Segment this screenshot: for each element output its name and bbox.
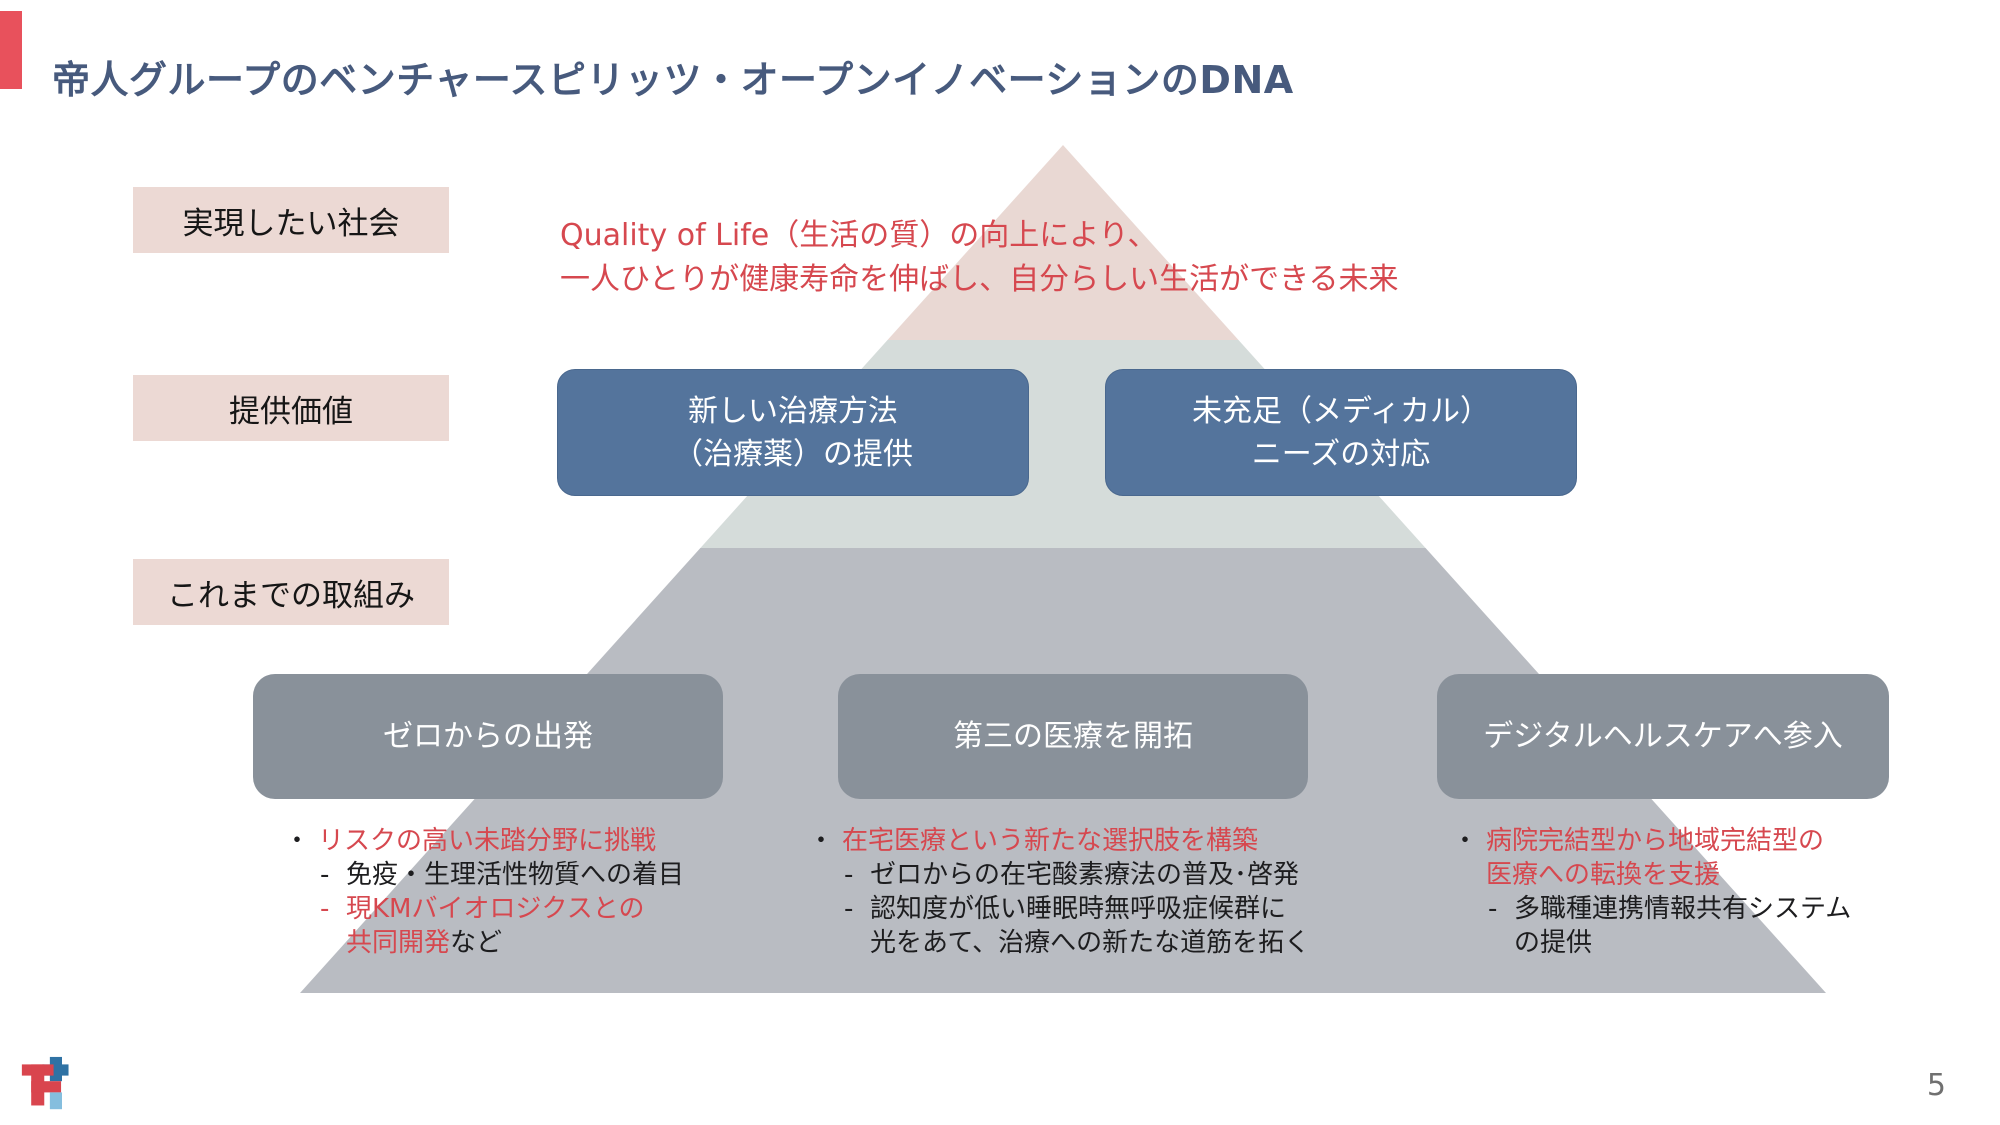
initiative-box-start-from-zero: ゼロからの出発 — [253, 674, 723, 799]
initiative-box-2-label: 第三の医療を開拓 — [953, 719, 1193, 754]
bullet-marker: - — [844, 894, 854, 924]
detail-column-third-medicine: ・在宅医療という新たな選択肢を構築-ゼロからの在宅酸素療法の普及･啓発-認知度が… — [806, 824, 1366, 960]
value-box-2-line-2: ニーズの対応 — [1251, 436, 1431, 472]
bullet-marker: ・ — [1452, 826, 1479, 856]
row-label-initiatives-text: これまでの取組み — [167, 577, 415, 614]
value-box-unmet-needs: 未充足（メディカル） ニーズの対応 — [1105, 369, 1577, 496]
detail-text-segment: の提供 — [1514, 928, 1593, 958]
detail-text-segment: 現KMバイオロジクスとの — [346, 894, 645, 924]
detail-text-segment: 病院完結型から地域完結型の — [1486, 826, 1825, 856]
detail-text-segment: 多職種連携情報共有システム — [1514, 894, 1852, 924]
bullet-marker: - — [844, 860, 854, 890]
detail-line: -免疫・生理活性物質への着目 — [282, 858, 772, 892]
detail-text-segment: 共同開発 — [346, 928, 451, 958]
teijin-logo-icon — [21, 1056, 69, 1110]
value-box-new-treatment: 新しい治療方法 （治療薬）の提供 — [557, 369, 1029, 496]
page-number: 5 — [1926, 1068, 1946, 1103]
vision-statement: Quality of Life（生活の質）の向上により、 一人ひとりが健康寿命を… — [560, 214, 1399, 302]
detail-text-segment: など — [450, 928, 503, 958]
detail-text-segment: 在宅医療という新たな選択肢を構築 — [842, 826, 1259, 856]
detail-line: -認知度が低い睡眠時無呼吸症候群に — [806, 892, 1366, 926]
detail-text-segment: 医療への転換を支援 — [1486, 860, 1721, 890]
detail-line: ・在宅医療という新たな選択肢を構築 — [806, 824, 1366, 858]
detail-text-segment: 免疫・生理活性物質への着目 — [346, 860, 685, 890]
detail-line: ・リスクの高い未踏分野に挑戦 — [282, 824, 772, 858]
detail-text-segment: 認知度が低い睡眠時無呼吸症候群に — [870, 894, 1287, 924]
detail-line: 共同開発など — [282, 926, 772, 960]
page-title: 帝人グループのベンチャースピリッツ・オープンイノベーションのDNA — [52, 58, 1294, 103]
bullet-marker: ・ — [284, 826, 311, 856]
detail-line: 光をあて、治療への新たな道筋を拓く — [806, 926, 1366, 960]
bullet-marker: - — [1488, 894, 1498, 924]
row-label-society-text: 実現したい社会 — [182, 205, 400, 242]
detail-text-segment: リスクの高い未踏分野に挑戦 — [318, 826, 657, 856]
detail-text-segment: 光をあて、治療への新たな道筋を拓く — [870, 928, 1311, 958]
detail-line: -多職種連携情報共有システム — [1450, 892, 1930, 926]
detail-text-segment: ゼロからの在宅酸素療法の普及･啓発 — [870, 860, 1300, 890]
title-accent-bar — [0, 11, 22, 89]
vision-line-2: 一人ひとりが健康寿命を伸ばし、自分らしい生活ができる未来 — [560, 262, 1399, 297]
initiative-box-third-medicine: 第三の医療を開拓 — [838, 674, 1308, 799]
row-label-value: 提供価値 — [133, 375, 449, 441]
row-label-initiatives: これまでの取組み — [133, 559, 449, 625]
value-box-1-line-2: （治療薬）の提供 — [673, 436, 913, 472]
bullet-marker: - — [320, 860, 330, 890]
detail-column-digital-healthcare: ・病院完結型から地域完結型の医療への転換を支援-多職種連携情報共有システムの提供 — [1450, 824, 1930, 960]
row-label-society: 実現したい社会 — [133, 187, 449, 253]
vision-line-1: Quality of Life（生活の質）の向上により、 — [560, 218, 1158, 253]
bullet-marker: ・ — [808, 826, 835, 856]
detail-column-start-from-zero: ・リスクの高い未踏分野に挑戦-免疫・生理活性物質への着目-現KMバイオロジクスと… — [282, 824, 772, 960]
initiative-box-digital-healthcare: デジタルヘルスケアへ参入 — [1437, 674, 1889, 799]
value-box-1-line-1: 新しい治療方法 — [688, 393, 898, 429]
detail-line: -ゼロからの在宅酸素療法の普及･啓発 — [806, 858, 1366, 892]
initiative-box-3-label: デジタルヘルスケアへ参入 — [1483, 719, 1843, 754]
detail-line: 医療への転換を支援 — [1450, 858, 1930, 892]
detail-line: ・病院完結型から地域完結型の — [1450, 824, 1930, 858]
detail-line: -現KMバイオロジクスとの — [282, 892, 772, 926]
value-box-2-line-1: 未充足（メディカル） — [1192, 393, 1490, 429]
initiative-box-1-label: ゼロからの出発 — [383, 719, 593, 754]
detail-line: の提供 — [1450, 926, 1930, 960]
bullet-marker: - — [320, 894, 330, 924]
row-label-value-text: 提供価値 — [229, 393, 353, 430]
